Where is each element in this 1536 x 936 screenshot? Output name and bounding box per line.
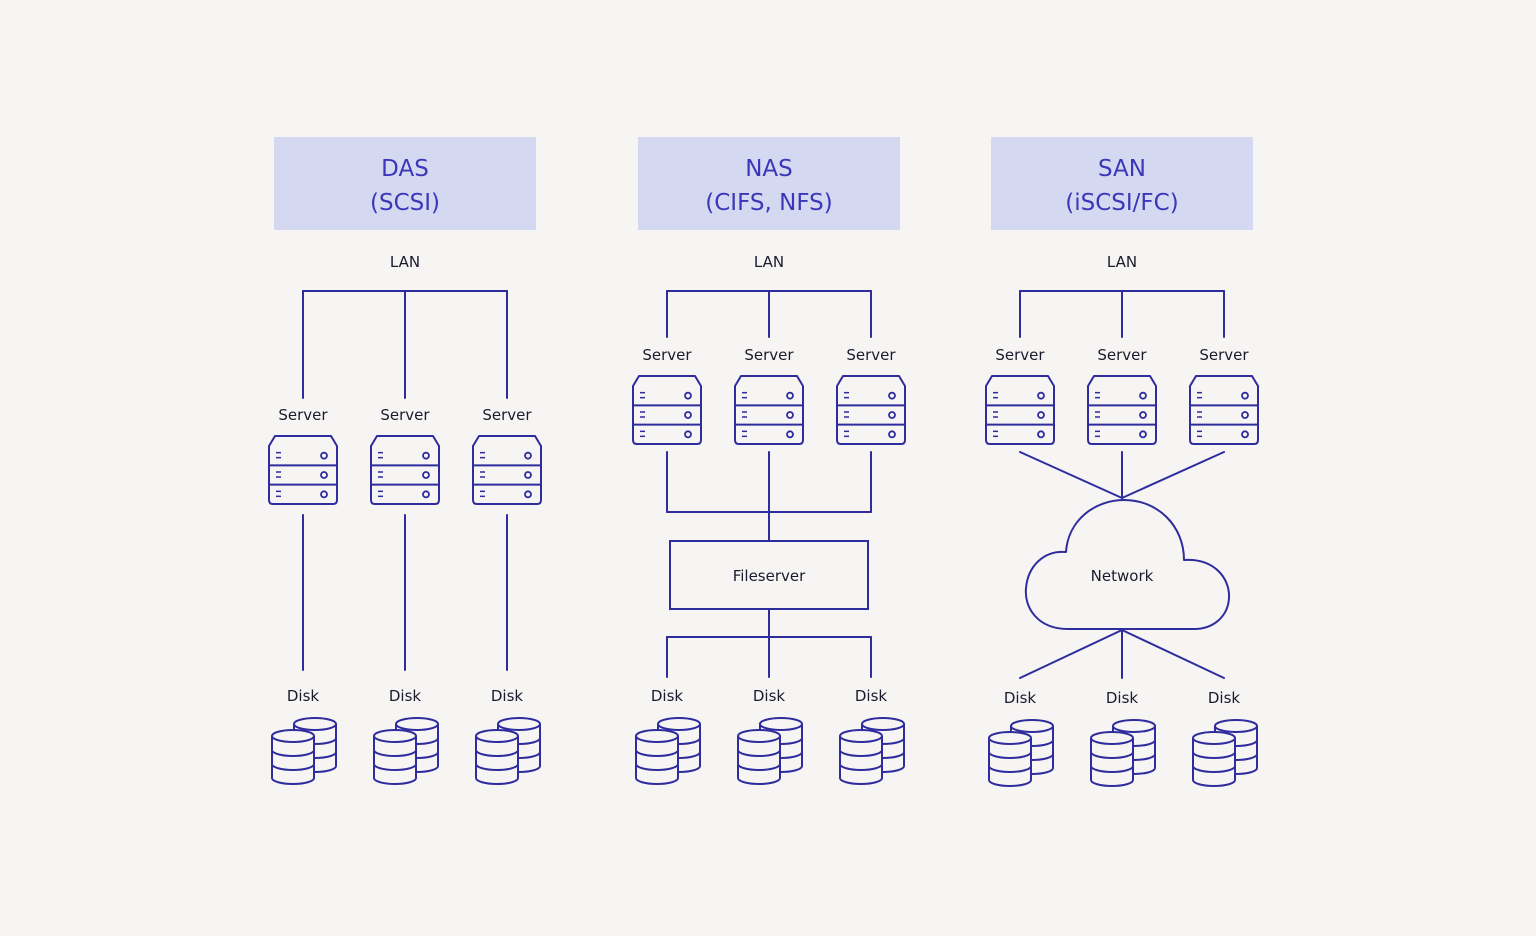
- server-network-line: [1121, 451, 1225, 499]
- disk-stack-icon: [475, 717, 541, 785]
- lan-label: LAN: [1107, 253, 1137, 271]
- server-label: Server: [380, 406, 430, 424]
- disk-label: Disk: [491, 687, 524, 705]
- cloud-icon: [1024, 499, 1231, 630]
- server-label: Server: [642, 346, 692, 364]
- header-title: NAS: [745, 156, 793, 182]
- server-icon: [1189, 375, 1259, 445]
- server-label: Server: [995, 346, 1045, 364]
- column-san: SAN (iSCSI/FC) LAN Server Server ServerNetwor…: [985, 137, 1259, 787]
- network-disk-line: [1019, 629, 1123, 679]
- server-icon: [836, 375, 906, 445]
- server-network-line: [1019, 451, 1123, 499]
- network-disk-line: [1121, 629, 1225, 679]
- server-icon: [734, 375, 804, 445]
- disk-stack-icon: [1192, 719, 1258, 787]
- server-icon: [472, 435, 542, 505]
- disk-stack-icon: [1090, 719, 1156, 787]
- header-box: NAS (CIFS, NFS): [638, 137, 900, 230]
- server-label: Server: [1097, 346, 1147, 364]
- header-title: DAS: [381, 156, 429, 182]
- server-label: Server: [744, 346, 794, 364]
- disk-label: Disk: [1106, 689, 1139, 707]
- disk-label: Disk: [389, 687, 422, 705]
- header-subtitle: (iSCSI/FC): [1065, 190, 1178, 216]
- header-background: [274, 137, 536, 230]
- header-subtitle: (SCSI): [370, 190, 440, 216]
- header-subtitle: (CIFS, NFS): [705, 190, 832, 216]
- lan-label: LAN: [390, 253, 420, 271]
- disk-stack-icon: [839, 717, 905, 785]
- server-icon: [1087, 375, 1157, 445]
- disk-label: Disk: [1004, 689, 1037, 707]
- disk-stack-icon: [988, 719, 1054, 787]
- server-label: Server: [482, 406, 532, 424]
- fileserver-box: Fileserver: [669, 540, 869, 610]
- server-label: Server: [278, 406, 328, 424]
- lan-label: LAN: [754, 253, 784, 271]
- server-icon: [370, 435, 440, 505]
- disk-label: Disk: [753, 687, 786, 705]
- server-icon: [632, 375, 702, 445]
- header-background: [991, 137, 1253, 230]
- disk-label: Disk: [651, 687, 684, 705]
- fileserver-label: Fileserver: [733, 567, 806, 585]
- disk-stack-icon: [737, 717, 803, 785]
- disk-label: Disk: [287, 687, 320, 705]
- disk-stack-icon: [373, 717, 439, 785]
- server-label: Server: [1199, 346, 1249, 364]
- disk-label: Disk: [855, 687, 888, 705]
- disk-label: Disk: [1208, 689, 1241, 707]
- network-label: Network: [1091, 567, 1154, 585]
- header-box: DAS (SCSI): [274, 137, 536, 230]
- header-box: SAN (iSCSI/FC): [991, 137, 1253, 230]
- server-label: Server: [846, 346, 896, 364]
- server-icon: [985, 375, 1055, 445]
- column-nas: NAS (CIFS, NFS) LAN Server Server ServerFiles…: [632, 137, 906, 785]
- header-title: SAN: [1098, 156, 1146, 182]
- header-background: [638, 137, 900, 230]
- disk-stack-icon: [271, 717, 337, 785]
- disk-stack-icon: [635, 717, 701, 785]
- server-icon: [268, 435, 338, 505]
